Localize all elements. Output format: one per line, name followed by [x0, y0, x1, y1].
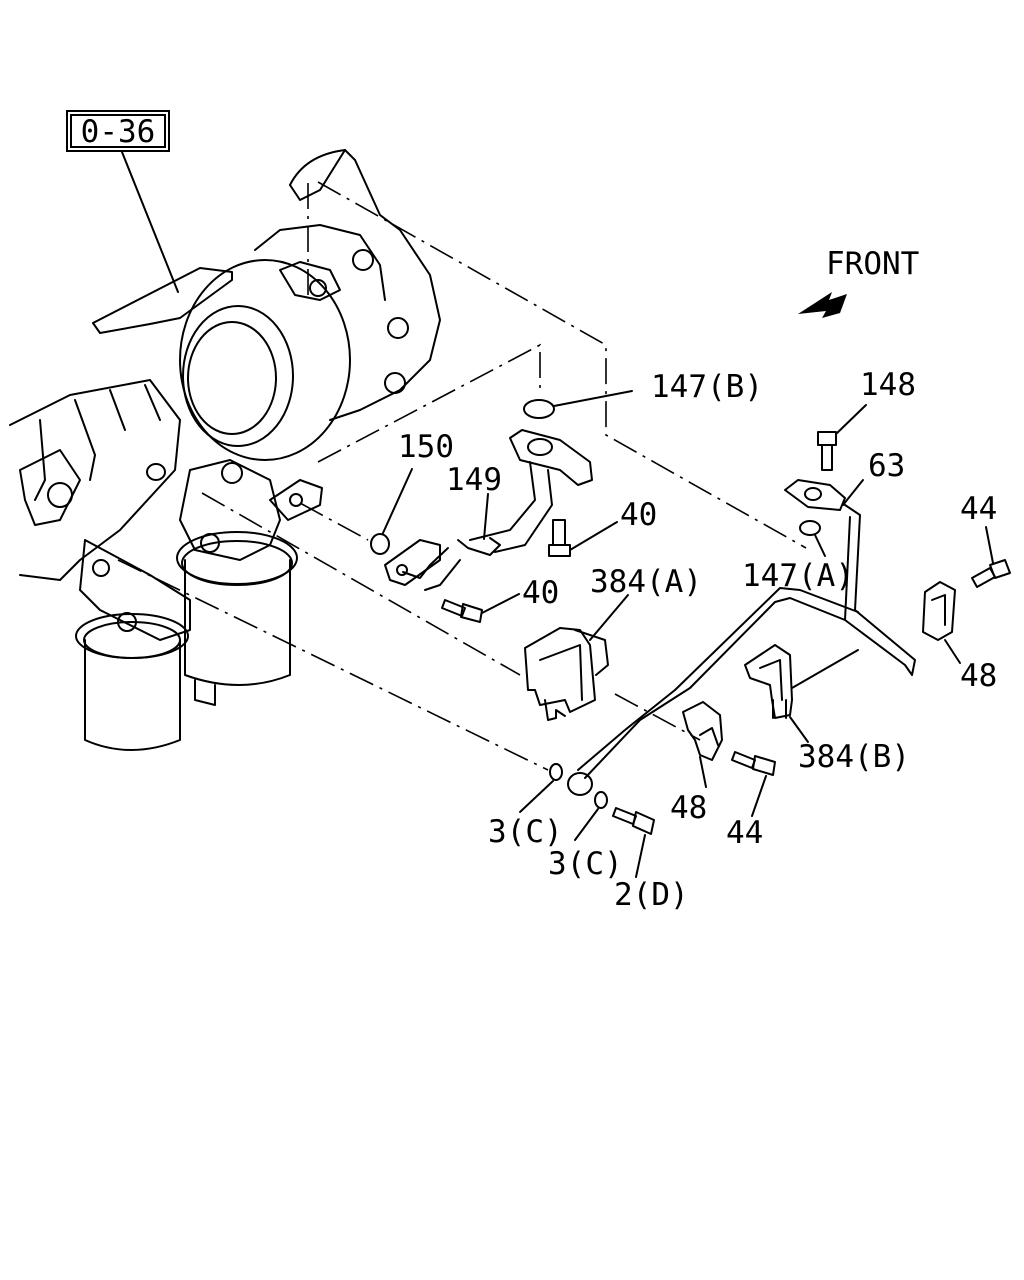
oil-feed-pipe-149	[384, 429, 593, 591]
label-40a: 40	[620, 497, 657, 533]
clamp-48-center	[682, 701, 723, 761]
label-44b: 44	[726, 815, 763, 851]
bolt-40-upper	[548, 519, 571, 557]
front-arrow-icon	[798, 292, 847, 318]
label-384b: 384(B)	[798, 739, 910, 775]
leader-44b	[751, 775, 767, 817]
leader-384a	[589, 594, 629, 641]
bolt-44-center	[731, 751, 776, 776]
bolt-44-upper	[971, 559, 1011, 588]
leader-40b	[481, 593, 520, 614]
label-150: 150	[398, 429, 454, 465]
reference-box[interactable]: 0-36	[66, 110, 170, 152]
label-149: 149	[446, 462, 502, 498]
leader-3c-b	[574, 808, 599, 841]
leader-3c-a	[519, 780, 554, 813]
leader-44a	[985, 526, 994, 564]
oil-return-pipe-63	[567, 479, 916, 796]
washer-3c-b	[594, 791, 608, 809]
label-3c-a: 3(C)	[488, 814, 563, 850]
clamp-48-right	[922, 581, 956, 641]
turbocharger	[92, 149, 441, 461]
leader-149	[483, 493, 489, 540]
engine-block	[9, 379, 181, 581]
leader-40a	[569, 521, 618, 551]
label-48a: 48	[960, 658, 997, 694]
label-384a: 384(A)	[590, 564, 702, 600]
label-3c-b: 3(C)	[548, 846, 623, 882]
eye-bolt-2d	[612, 807, 655, 835]
bracket-384b	[744, 644, 793, 719]
label-63: 63	[868, 448, 905, 484]
o-ring-150	[370, 533, 390, 555]
label-2d: 2(D)	[614, 877, 689, 913]
o-ring-147b	[523, 399, 555, 419]
label-48b: 48	[670, 790, 707, 826]
leader-150	[382, 468, 413, 534]
leader-63	[842, 479, 864, 506]
reference-label: 0-36	[81, 114, 156, 150]
leader-384b-pipe	[791, 649, 859, 689]
leader-148	[835, 404, 867, 435]
o-ring-147a	[799, 520, 821, 536]
washer-3c-a	[549, 763, 563, 781]
bracket-384a	[524, 627, 609, 721]
label-147b: 147(B)	[651, 369, 763, 405]
oil-filter-left	[75, 539, 191, 751]
leader-147a	[814, 534, 826, 557]
leader-48a	[944, 639, 961, 664]
bolt-40-lower	[441, 599, 483, 623]
label-148: 148	[860, 367, 916, 403]
oil-filter-right	[176, 459, 298, 706]
leader-48b	[699, 756, 707, 788]
front-label: FRONT	[826, 246, 919, 282]
leader-2d	[635, 834, 646, 878]
label-147a: 147(A)	[742, 558, 854, 594]
gasket-turbo	[269, 479, 323, 521]
reference-leader	[121, 151, 179, 293]
label-40b: 40	[522, 575, 559, 611]
leader-147b	[553, 390, 633, 407]
leader-384b	[789, 716, 809, 743]
bolt-148	[817, 431, 837, 471]
label-44a: 44	[960, 491, 997, 527]
